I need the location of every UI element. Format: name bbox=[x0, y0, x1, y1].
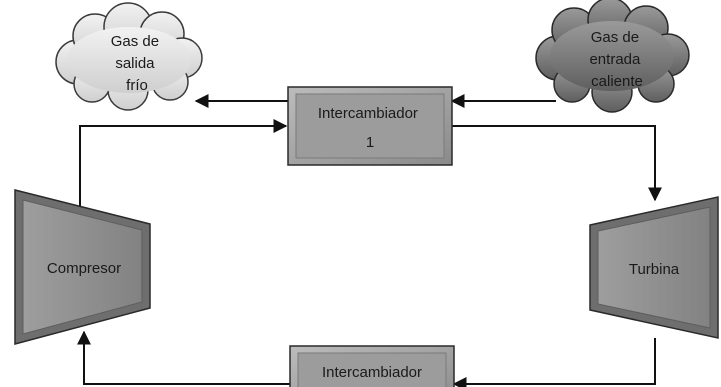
exchanger-2-label: Intercambiador bbox=[322, 364, 422, 381]
flow-exchanger2-to-compressor bbox=[77, 330, 290, 385]
cold-exhaust-line-2: salida bbox=[115, 55, 155, 72]
turbine: Turbina bbox=[589, 196, 719, 339]
hot-inlet-line-3: caliente bbox=[591, 73, 643, 90]
cold-exhaust-line-3: frío bbox=[126, 77, 148, 94]
exchanger-1-number: 1 bbox=[366, 134, 374, 151]
cold-exhaust-line-1: Gas de bbox=[111, 33, 159, 50]
svg-text:Compresor: Compresor bbox=[47, 260, 121, 277]
heat-exchanger-1: Intercambiador 1 bbox=[287, 86, 453, 166]
cold-exhaust-cloud: Gas de salida frío bbox=[55, 2, 203, 111]
svg-text:Gas de entrada cal: Gas de entrada caliente bbox=[589, 29, 644, 90]
hot-inlet-line-1: Gas de bbox=[591, 29, 639, 46]
flow-compressor-to-exchanger1 bbox=[79, 119, 288, 218]
heat-exchanger-2: Intercambiador bbox=[289, 345, 455, 387]
hot-inlet-line-2: entrada bbox=[589, 51, 641, 68]
compressor: Compresor bbox=[14, 189, 151, 345]
svg-text:Turbina: Turbina bbox=[629, 261, 680, 278]
flow-exchanger1-to-turbine bbox=[452, 125, 662, 202]
svg-text:Intercambiador 1: Intercambiador 1 bbox=[318, 105, 422, 151]
exchanger-1-label: Intercambiador bbox=[318, 105, 418, 122]
svg-text:Intercambiador: Intercambiador bbox=[322, 364, 422, 381]
hot-inlet-cloud: Gas de entrada caliente bbox=[535, 0, 690, 113]
flow-turbine-to-exchanger2 bbox=[452, 338, 656, 387]
turbine-label: Turbina bbox=[629, 261, 680, 278]
svg-text:Gas de salida frío: Gas de salida frío bbox=[111, 33, 164, 94]
compressor-label: Compresor bbox=[47, 260, 121, 277]
